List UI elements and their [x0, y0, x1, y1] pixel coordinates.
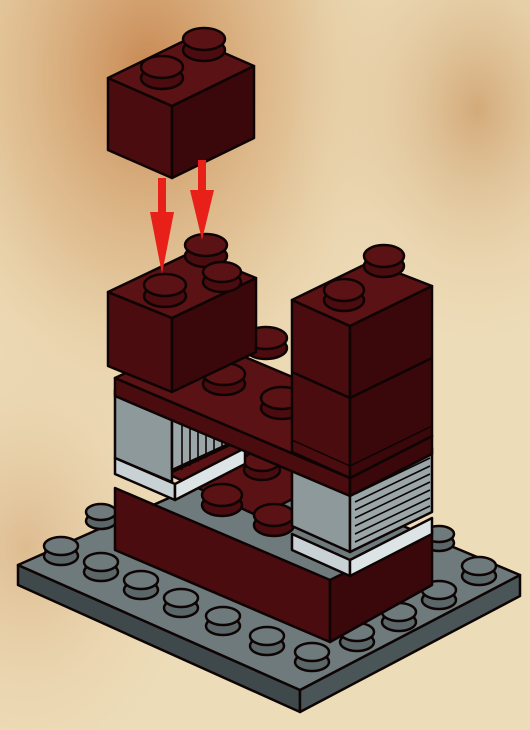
stud-icon: [124, 571, 158, 599]
stud-icon: [86, 504, 116, 529]
stud-icon: [44, 537, 78, 565]
stud-icon: [462, 557, 496, 585]
stud-icon: [206, 607, 240, 635]
stud-icon: [250, 627, 284, 655]
stud-icon: [295, 643, 329, 671]
stud-icon: [84, 553, 118, 581]
stud-icon: [164, 589, 198, 617]
